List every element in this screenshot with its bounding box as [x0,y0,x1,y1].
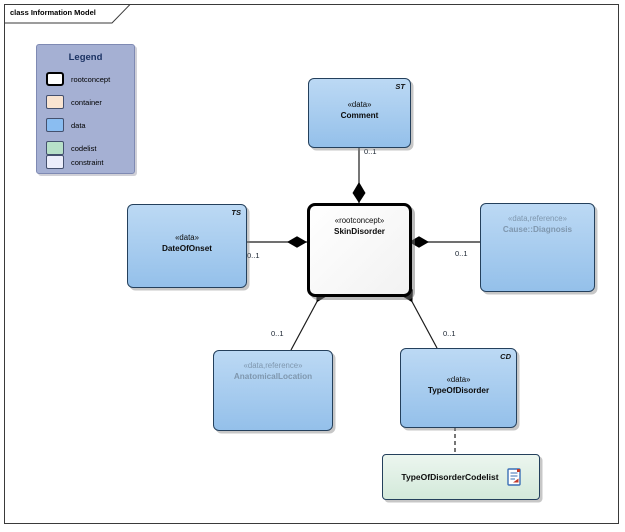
legend[interactable]: Legend rootconcept container data codeli… [36,44,135,174]
legend-item-rootconcept: rootconcept [46,72,110,86]
stereotype-label: «rootconcept» [334,216,385,225]
legend-item-label: codelist [71,143,97,153]
multiplicity-label: 0..1 [364,147,377,156]
stereotype-label: «data,reference» [243,361,303,370]
document-icon [506,468,521,486]
legend-item-label: container [71,97,102,107]
class-name: Comment [340,111,379,120]
stereotype-label: «data» [446,375,471,384]
diagram-tab-shape [4,4,132,24]
class-typeofdisorder[interactable]: CD «data» TypeOfDisorder [400,348,517,428]
class-dateofonset[interactable]: TS «data» DateOfOnset [127,204,247,288]
legend-item-label: constraint [71,157,104,167]
type-tag: ST [395,82,405,91]
class-cause-diagnosis[interactable]: «data,reference» Cause::Diagnosis [480,203,595,292]
legend-item-data: data [46,118,86,132]
class-comment[interactable]: ST «data» Comment [308,78,411,148]
class-name: Cause::Diagnosis [502,225,573,234]
class-skindisorder[interactable]: «rootconcept» SkinDisorder [307,203,412,297]
multiplicity-label: 0..1 [443,329,456,338]
stereotype-label: «data» [347,100,372,109]
diagram-tab-label: class Information Model [10,8,96,17]
legend-item-constraint: constraint [46,155,104,169]
class-anatomicallocation[interactable]: «data,reference» AnatomicalLocation [213,350,333,431]
legend-item-codelist: codelist [46,141,96,155]
class-name: TypeOfDisorderCodelist [401,471,499,482]
legend-title: Legend [68,52,103,63]
multiplicity-label: 0..1 [247,251,260,260]
codelist-swatch-icon [46,141,64,155]
legend-item-container: container [46,95,102,109]
rootconcept-swatch-icon [46,72,64,86]
data-swatch-icon [46,118,64,132]
type-tag: TS [231,208,241,217]
class-typeofdisordercodelist[interactable]: TypeOfDisorderCodelist [382,454,540,500]
container-swatch-icon [46,95,64,109]
class-name: SkinDisorder [334,227,385,236]
multiplicity-label: 0..1 [271,329,284,338]
stereotype-label: «data» [175,233,199,242]
legend-item-label: rootconcept [71,74,111,84]
class-name: TypeOfDisorder [427,386,490,395]
legend-item-label: data [71,120,86,130]
diagram-frame [4,4,619,524]
class-name: AnatomicalLocation [233,372,313,381]
stereotype-label: «data,reference» [508,214,567,223]
multiplicity-label: 0..1 [455,249,468,258]
type-tag: CD [500,352,511,361]
constraint-swatch-icon [46,155,64,169]
class-name: DateOfOnset [161,244,213,253]
diagram-tab [4,4,132,24]
